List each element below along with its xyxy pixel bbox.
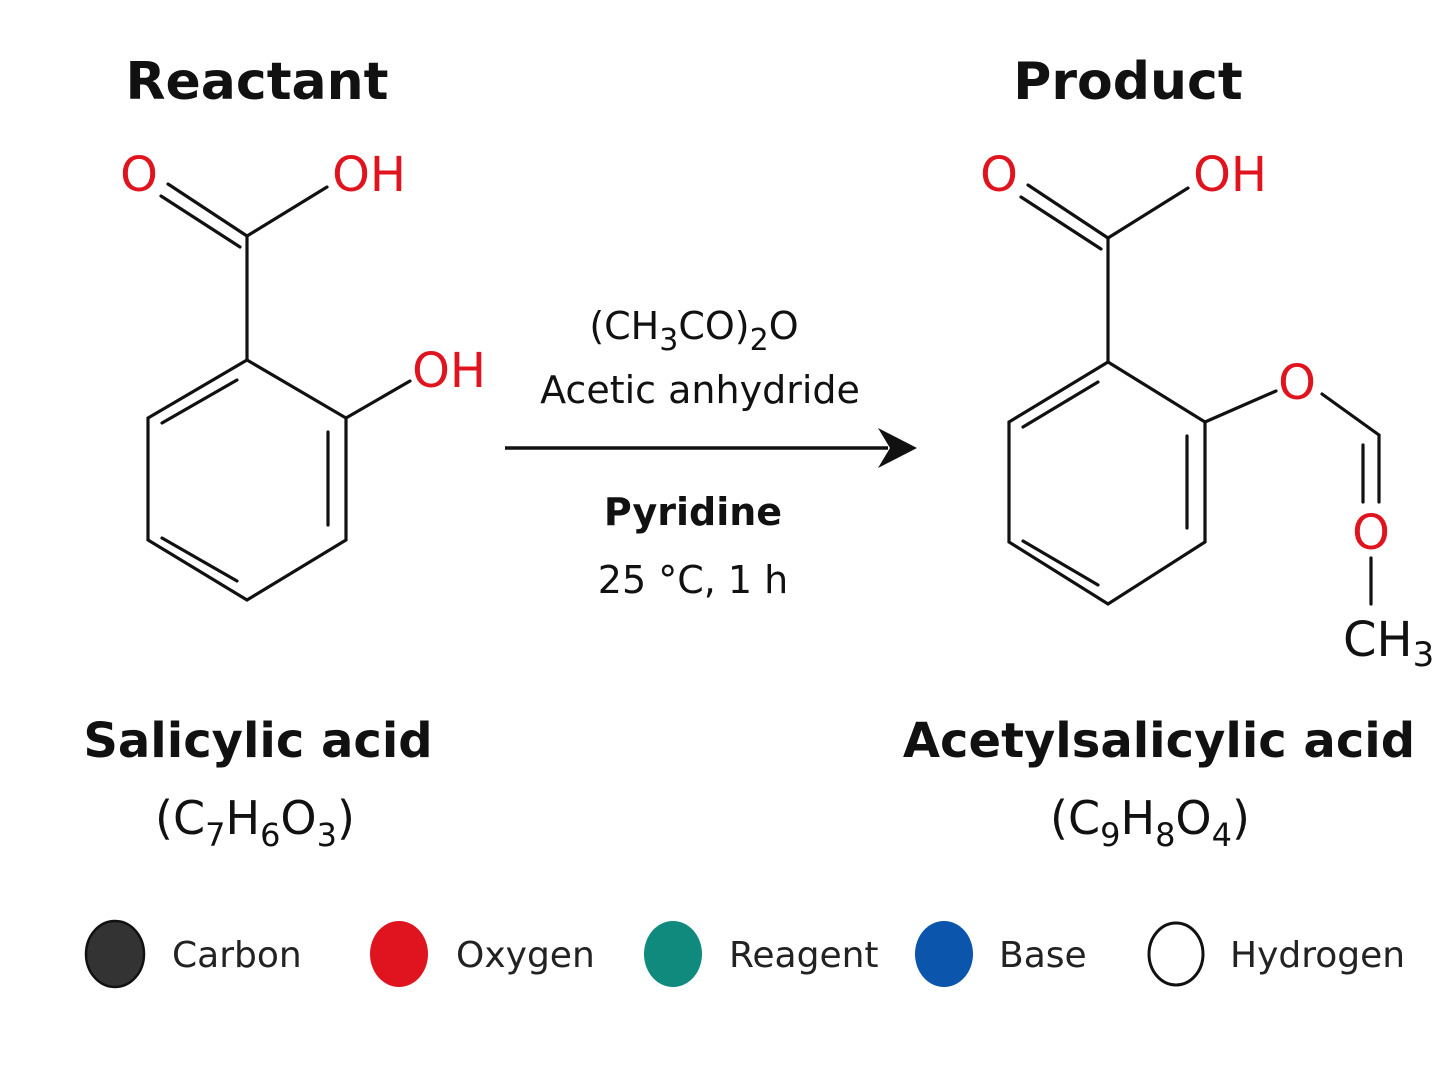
reaction-arrow-head (878, 428, 917, 468)
legend-item: Hydrogen (1147, 921, 1405, 987)
product-carbonyl-oxygen: O (980, 147, 1018, 203)
legend-swatch-oxygen (370, 921, 428, 987)
reactant-benzene-ring (146, 358, 348, 602)
formula-element: O (1175, 791, 1211, 845)
temperature-time: 25 °C, 1 h (598, 558, 788, 602)
formula-paren: ( (155, 791, 173, 845)
base-name: Pyridine (604, 490, 782, 534)
reactant-ring-double-bond (160, 536, 239, 583)
product-c-o-double-bond (1026, 183, 1110, 240)
reactant-phenol-hydroxyl: OH (412, 343, 486, 399)
reactant-ring-to-oh-bond (344, 379, 412, 420)
product-benzene-ring (1007, 360, 1207, 606)
formula-element: C (173, 791, 205, 845)
legend-label-reagent: Reagent (729, 935, 879, 976)
reagent-formula-part: O (769, 304, 799, 348)
legend: Carbon Oxygen Reagent Base Hydrogen (84, 919, 1405, 989)
reactant-formula: (C7H6O3) (155, 791, 355, 854)
formula-paren: ) (1232, 791, 1250, 845)
formula-element: H (225, 791, 260, 845)
reactant-carbonyl-oxygen: O (120, 147, 158, 203)
reagent-name: Acetic anhydride (540, 368, 860, 412)
product-heading: Product (1013, 52, 1242, 112)
formula-paren: ) (337, 791, 355, 845)
product-structure: O OH O O CH3 (980, 147, 1434, 675)
product-name: Acetylsalicylic acid (903, 713, 1415, 769)
reagent-formula-part: CO) (678, 304, 749, 348)
reagent-formula-subscript: 2 (750, 323, 769, 358)
reagent-formula-subscript: 3 (659, 323, 678, 358)
legend-label-carbon: Carbon (172, 935, 302, 976)
product-methyl-group: CH3 (1343, 612, 1434, 675)
formula-element: C (1068, 791, 1100, 845)
legend-swatch-base (915, 921, 973, 987)
formula-subscript: 8 (1155, 816, 1175, 854)
legend-swatch-hydrogen (1147, 921, 1205, 987)
reagent-formula: (CH3CO)2O (589, 304, 798, 358)
reaction-arrow (505, 428, 917, 468)
methyl-label: CH (1343, 612, 1413, 668)
product-ring-to-ester-oxygen-bond (1203, 389, 1278, 424)
reactant-acid-hydroxyl: OH (332, 147, 406, 203)
formula-paren: ( (1050, 791, 1068, 845)
reactant-c-oh-bond (245, 185, 329, 238)
legend-label-hydrogen: Hydrogen (1230, 935, 1405, 976)
formula-subscript: 3 (317, 816, 337, 854)
product-formula: (C9H8O4) (1050, 791, 1250, 854)
methyl-subscript: 3 (1413, 635, 1435, 675)
product-acyl-oxygen: O (1352, 505, 1390, 561)
legend-swatch-reagent (644, 921, 702, 987)
reactant-c-o-double-bond (166, 182, 249, 238)
legend-swatch-carbon (84, 919, 146, 989)
formula-subscript: 9 (1100, 816, 1120, 854)
product-ester-oxygen: O (1278, 355, 1316, 411)
reactant-c-o-double-bond (159, 194, 242, 249)
formula-subscript: 7 (205, 816, 225, 854)
product-ester-oxygen-to-carbon-bond (1320, 392, 1381, 437)
reactant-ring-double-bond (160, 378, 239, 425)
reagent-formula-part: (CH (589, 304, 659, 348)
product-acid-hydroxyl: OH (1193, 147, 1267, 203)
legend-item: Base (915, 921, 1087, 987)
formula-element: O (280, 791, 316, 845)
product-ring-double-bond (1021, 539, 1100, 587)
reactant-name: Salicylic acid (83, 713, 432, 769)
reactant-structure: O OH OH (120, 147, 486, 602)
legend-label-base: Base (999, 935, 1087, 976)
formula-subscript: 4 (1212, 816, 1232, 854)
legend-item: Carbon (84, 919, 302, 989)
product-c-o-double-bond (1019, 195, 1103, 251)
formula-element: H (1120, 791, 1155, 845)
legend-item: Oxygen (370, 921, 595, 987)
reactant-heading: Reactant (125, 52, 388, 112)
formula-subscript: 6 (260, 816, 280, 854)
legend-label-oxygen: Oxygen (456, 935, 595, 976)
product-c-oh-bond (1106, 186, 1190, 240)
product-ring-double-bond (1021, 380, 1100, 429)
legend-item: Reagent (644, 921, 879, 987)
